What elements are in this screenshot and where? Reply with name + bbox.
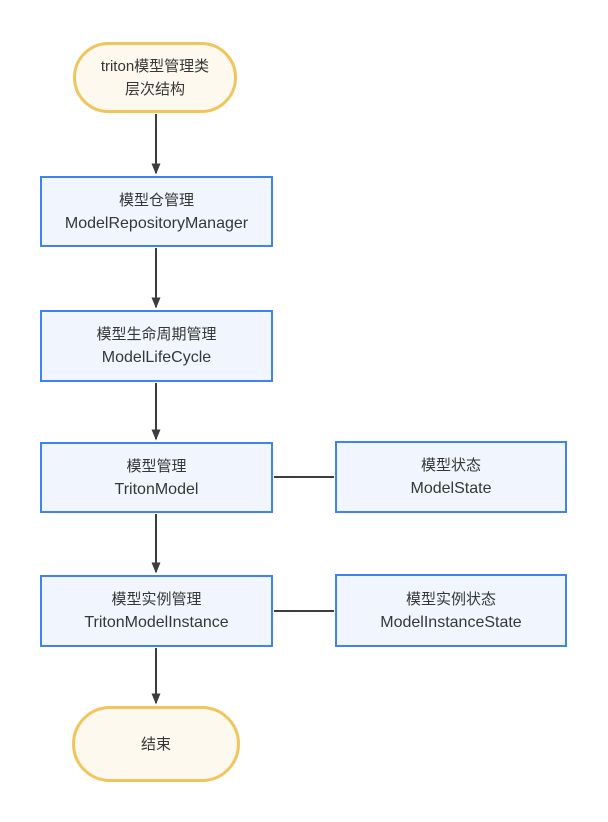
node-start-label-line2: 层次结构 (124, 80, 185, 98)
node-end-label: 结束 (140, 735, 171, 753)
node-model-lifecycle: 模型生命周期管理 ModelLifeCycle (40, 310, 273, 382)
node-instance-label-zh: 模型实例管理 (111, 591, 202, 608)
node-start-terminal: triton模型管理类 层次结构 (73, 42, 237, 113)
node-repository-label-zh: 模型仓管理 (118, 191, 194, 209)
node-instance-state-label-zh: 模型实例状态 (405, 590, 496, 608)
node-model-label-en: TritonModel (114, 480, 199, 498)
node-lifecycle-label-zh: 模型生命周期管理 (96, 326, 217, 343)
node-instance-label-en: TritonModelInstance (84, 614, 229, 631)
node-model-repository-manager: 模型仓管理 ModelRepositoryManager (40, 176, 273, 247)
node-model-state-label-en: ModelState (410, 480, 492, 497)
node-model-state-label-zh: 模型状态 (420, 457, 481, 474)
node-repository-label-en: ModelRepositoryManager (64, 214, 249, 232)
node-model-label-zh: 模型管理 (126, 457, 187, 475)
node-end-terminal: 结束 (72, 706, 240, 782)
node-triton-model: 模型管理 TritonModel (40, 442, 273, 513)
node-lifecycle-label-en: ModelLifeCycle (101, 349, 212, 366)
node-triton-model-instance: 模型实例管理 TritonModelInstance (40, 575, 273, 647)
node-instance-state-label-en: ModelInstanceState (380, 613, 522, 631)
node-model-state: 模型状态 ModelState (335, 441, 567, 513)
node-start-label-line1: triton模型管理类 (100, 57, 210, 75)
node-model-instance-state: 模型实例状态 ModelInstanceState (335, 574, 567, 647)
